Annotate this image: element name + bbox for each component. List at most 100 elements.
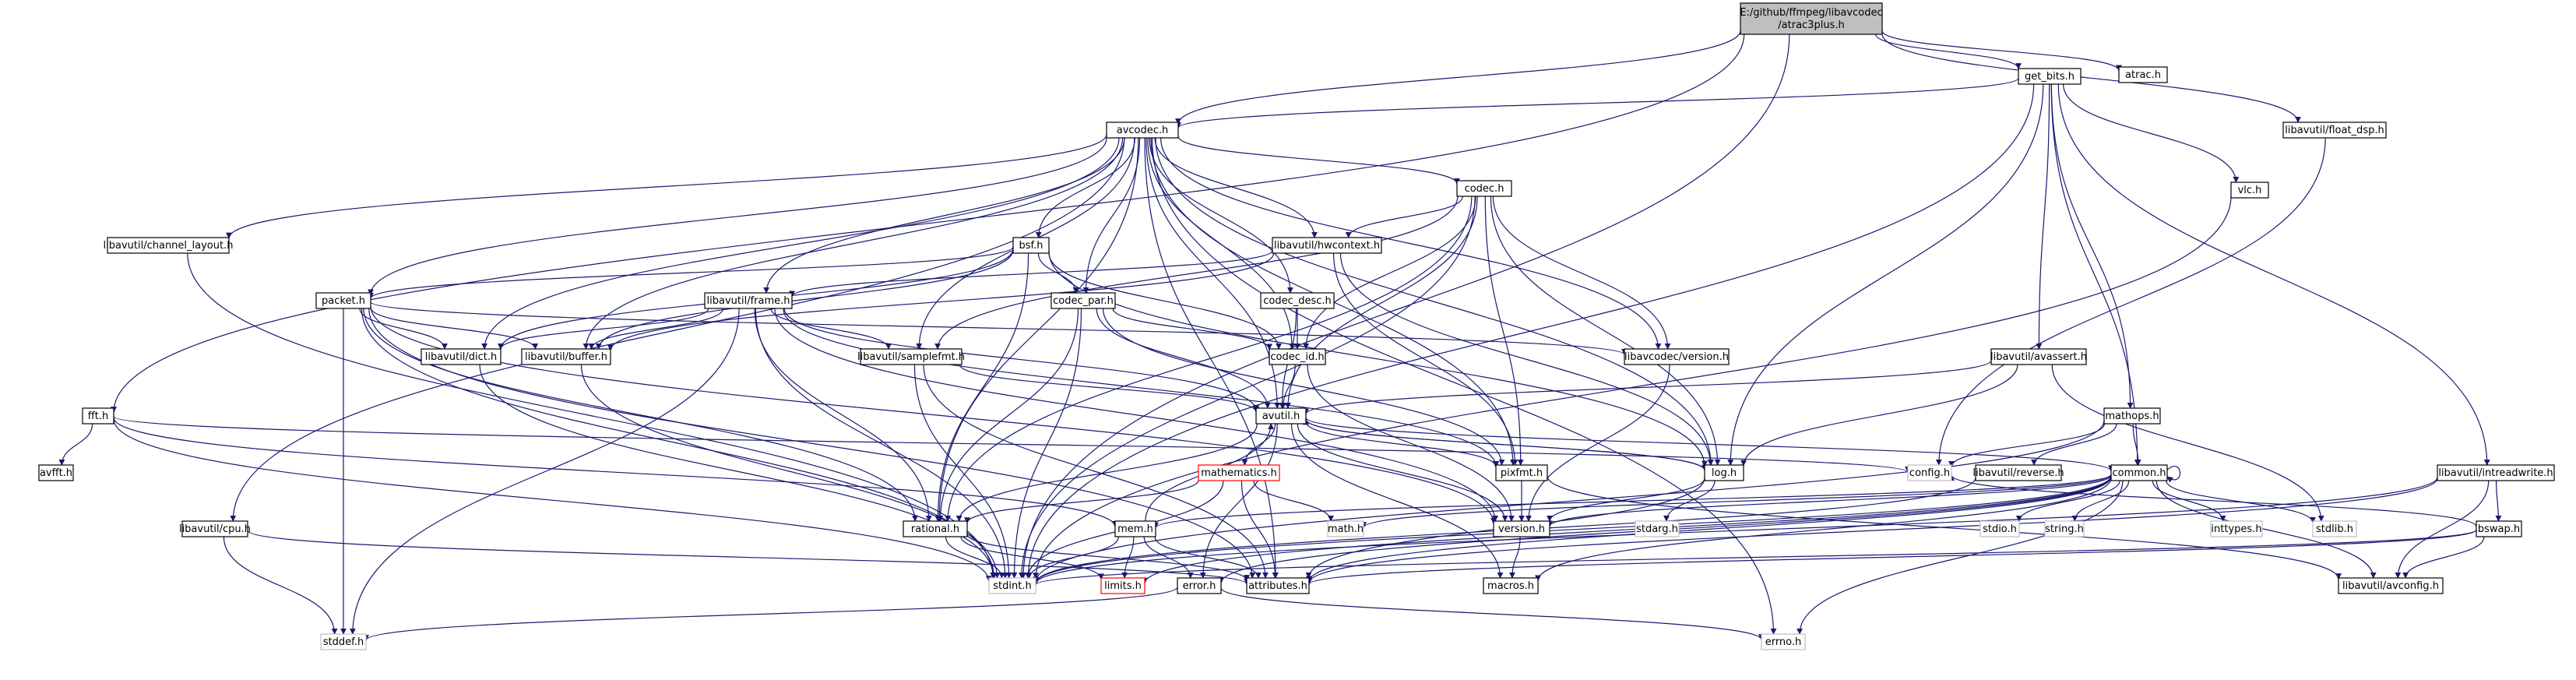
node-codecid[interactable]: codec_id.h (1269, 348, 1326, 365)
node-box-mathops[interactable] (2103, 407, 2161, 425)
node-box-lavcversion[interactable] (1624, 348, 1730, 365)
node-box-vlc[interactable] (2230, 181, 2269, 199)
node-avconfig[interactable]: libavutil/avconfig.h (2338, 577, 2444, 594)
node-codec[interactable]: codec.h (1456, 180, 1512, 197)
node-cpu[interactable]: libavutil/cpu.h (179, 520, 251, 537)
node-box-stddef[interactable] (320, 633, 367, 650)
node-lavcversion[interactable]: libavcodec/version.h (1624, 348, 1730, 365)
node-box-buffer[interactable] (521, 348, 611, 365)
node-box-attributes[interactable] (1246, 577, 1310, 594)
node-box-avfft[interactable] (38, 464, 74, 481)
node-mathops[interactable]: mathops.h (2103, 407, 2161, 425)
node-box-getbits[interactable] (2018, 68, 2082, 85)
node-box-cpu[interactable] (181, 520, 248, 537)
node-avutil[interactable]: avutil.h (1255, 407, 1307, 425)
node-box-rational[interactable] (903, 520, 968, 537)
node-stdlib[interactable]: stdlib.h (2312, 520, 2357, 537)
node-chlayout[interactable]: libavutil/channel_layout.h (104, 237, 234, 254)
node-codecdesc[interactable]: codec_desc.h (1260, 292, 1335, 309)
node-avcodec[interactable]: avcodec.h (1106, 122, 1179, 139)
node-inttypes[interactable]: inttypes.h (2210, 520, 2263, 537)
node-box-error[interactable] (1177, 577, 1222, 594)
node-box-macros[interactable] (1483, 577, 1539, 594)
node-box-log[interactable] (1704, 464, 1744, 481)
node-attributes[interactable]: attributes.h (1246, 577, 1310, 594)
node-box-reverse[interactable] (1975, 464, 2062, 481)
node-box-string[interactable] (2044, 520, 2085, 537)
node-floatdsp[interactable]: libavutil/float_dsp.h (2282, 122, 2387, 139)
node-box-intreadwrite[interactable] (2437, 464, 2555, 481)
node-box-avutil[interactable] (1255, 407, 1307, 425)
node-vlc[interactable]: vlc.h (2230, 181, 2269, 199)
node-box-stdlib[interactable] (2312, 520, 2357, 537)
node-frame[interactable]: libavutil/frame.h (704, 292, 793, 309)
node-box-version[interactable] (1493, 520, 1550, 537)
node-avassert[interactable]: libavutil/avassert.h (1990, 348, 2087, 365)
node-box-fft[interactable] (82, 407, 114, 425)
node-intreadwrite[interactable]: libavutil/intreadwrite.h (2437, 464, 2555, 481)
node-stdint[interactable]: stdint.h (988, 577, 1036, 594)
node-box-avcodec[interactable] (1106, 122, 1179, 139)
node-box-math[interactable] (1327, 520, 1364, 537)
node-box-chlayout[interactable] (107, 237, 230, 254)
node-buffer[interactable]: libavutil/buffer.h (521, 348, 611, 365)
node-root[interactable]: E:/github/ffmpeg/libavcodec /atrac3plus.… (1740, 2, 1883, 35)
node-atrac[interactable]: atrac.h (2118, 66, 2168, 83)
node-box-mem[interactable] (1114, 520, 1156, 537)
node-box-stdint[interactable] (988, 577, 1036, 594)
node-box-bswap[interactable] (2476, 520, 2522, 537)
node-string[interactable]: string.h (2044, 520, 2085, 537)
node-stddef[interactable]: stddef.h (320, 633, 367, 650)
node-common[interactable]: common.h (2110, 464, 2168, 481)
node-stdio[interactable]: stdio.h (1980, 520, 2020, 537)
node-config[interactable]: config.h (1907, 464, 1952, 481)
node-getbits[interactable]: get_bits.h (2018, 68, 2082, 85)
node-box-avassert[interactable] (1990, 348, 2087, 365)
node-box-inttypes[interactable] (2210, 520, 2263, 537)
node-box-common[interactable] (2110, 464, 2168, 481)
node-box-mathematics[interactable] (1198, 464, 1280, 481)
node-box-codecid[interactable] (1269, 348, 1326, 365)
node-limits[interactable]: limits.h (1100, 577, 1145, 594)
node-avfft[interactable]: avfft.h (38, 464, 74, 481)
node-hwcontext[interactable]: libavutil/hwcontext.h (1272, 237, 1382, 254)
node-mathematics[interactable]: mathematics.h (1198, 464, 1280, 481)
node-box-packet[interactable] (315, 292, 371, 309)
node-rational[interactable]: rational.h (903, 520, 968, 537)
node-errno[interactable]: errno.h (1761, 633, 1806, 650)
node-box-stdio[interactable] (1980, 520, 2020, 537)
node-bswap[interactable]: bswap.h (2476, 520, 2522, 537)
node-box-codec[interactable] (1456, 180, 1512, 197)
node-box-errno[interactable] (1761, 633, 1806, 650)
node-box-codecdesc[interactable] (1260, 292, 1335, 309)
node-stdarg[interactable]: stdarg.h (1635, 520, 1680, 537)
node-packet[interactable]: packet.h (315, 292, 371, 309)
node-box-atrac[interactable] (2118, 66, 2168, 83)
node-log[interactable]: log.h (1704, 464, 1744, 481)
node-reverse[interactable]: libavutil/reverse.h (1972, 464, 2064, 481)
node-box-pixfmt[interactable] (1495, 464, 1548, 481)
node-dict[interactable]: libavutil/dict.h (421, 348, 501, 365)
node-box-limits[interactable] (1100, 577, 1145, 594)
node-box-avconfig[interactable] (2338, 577, 2444, 594)
node-version[interactable]: version.h (1493, 520, 1550, 537)
node-mem[interactable]: mem.h (1114, 520, 1156, 537)
node-box-codecpar[interactable] (1050, 292, 1116, 309)
node-fft[interactable]: fft.h (82, 407, 114, 425)
root-node-box[interactable] (1740, 2, 1883, 35)
node-error[interactable]: error.h (1177, 577, 1222, 594)
node-box-frame[interactable] (704, 292, 793, 309)
node-box-samplefmt[interactable] (860, 348, 962, 365)
node-box-floatdsp[interactable] (2282, 122, 2387, 139)
node-box-dict[interactable] (421, 348, 501, 365)
node-box-hwcontext[interactable] (1272, 237, 1382, 254)
node-macros[interactable]: macros.h (1483, 577, 1539, 594)
node-box-config[interactable] (1907, 464, 1952, 481)
node-box-stdarg[interactable] (1635, 520, 1680, 537)
node-box-bsf[interactable] (1012, 237, 1050, 254)
node-samplefmt[interactable]: libavutil/samplefmt.h (857, 348, 965, 365)
node-codecpar[interactable]: codec_par.h (1050, 292, 1116, 309)
node-math[interactable]: math.h (1327, 520, 1364, 537)
node-pixfmt[interactable]: pixfmt.h (1495, 464, 1548, 481)
node-bsf[interactable]: bsf.h (1012, 237, 1050, 254)
